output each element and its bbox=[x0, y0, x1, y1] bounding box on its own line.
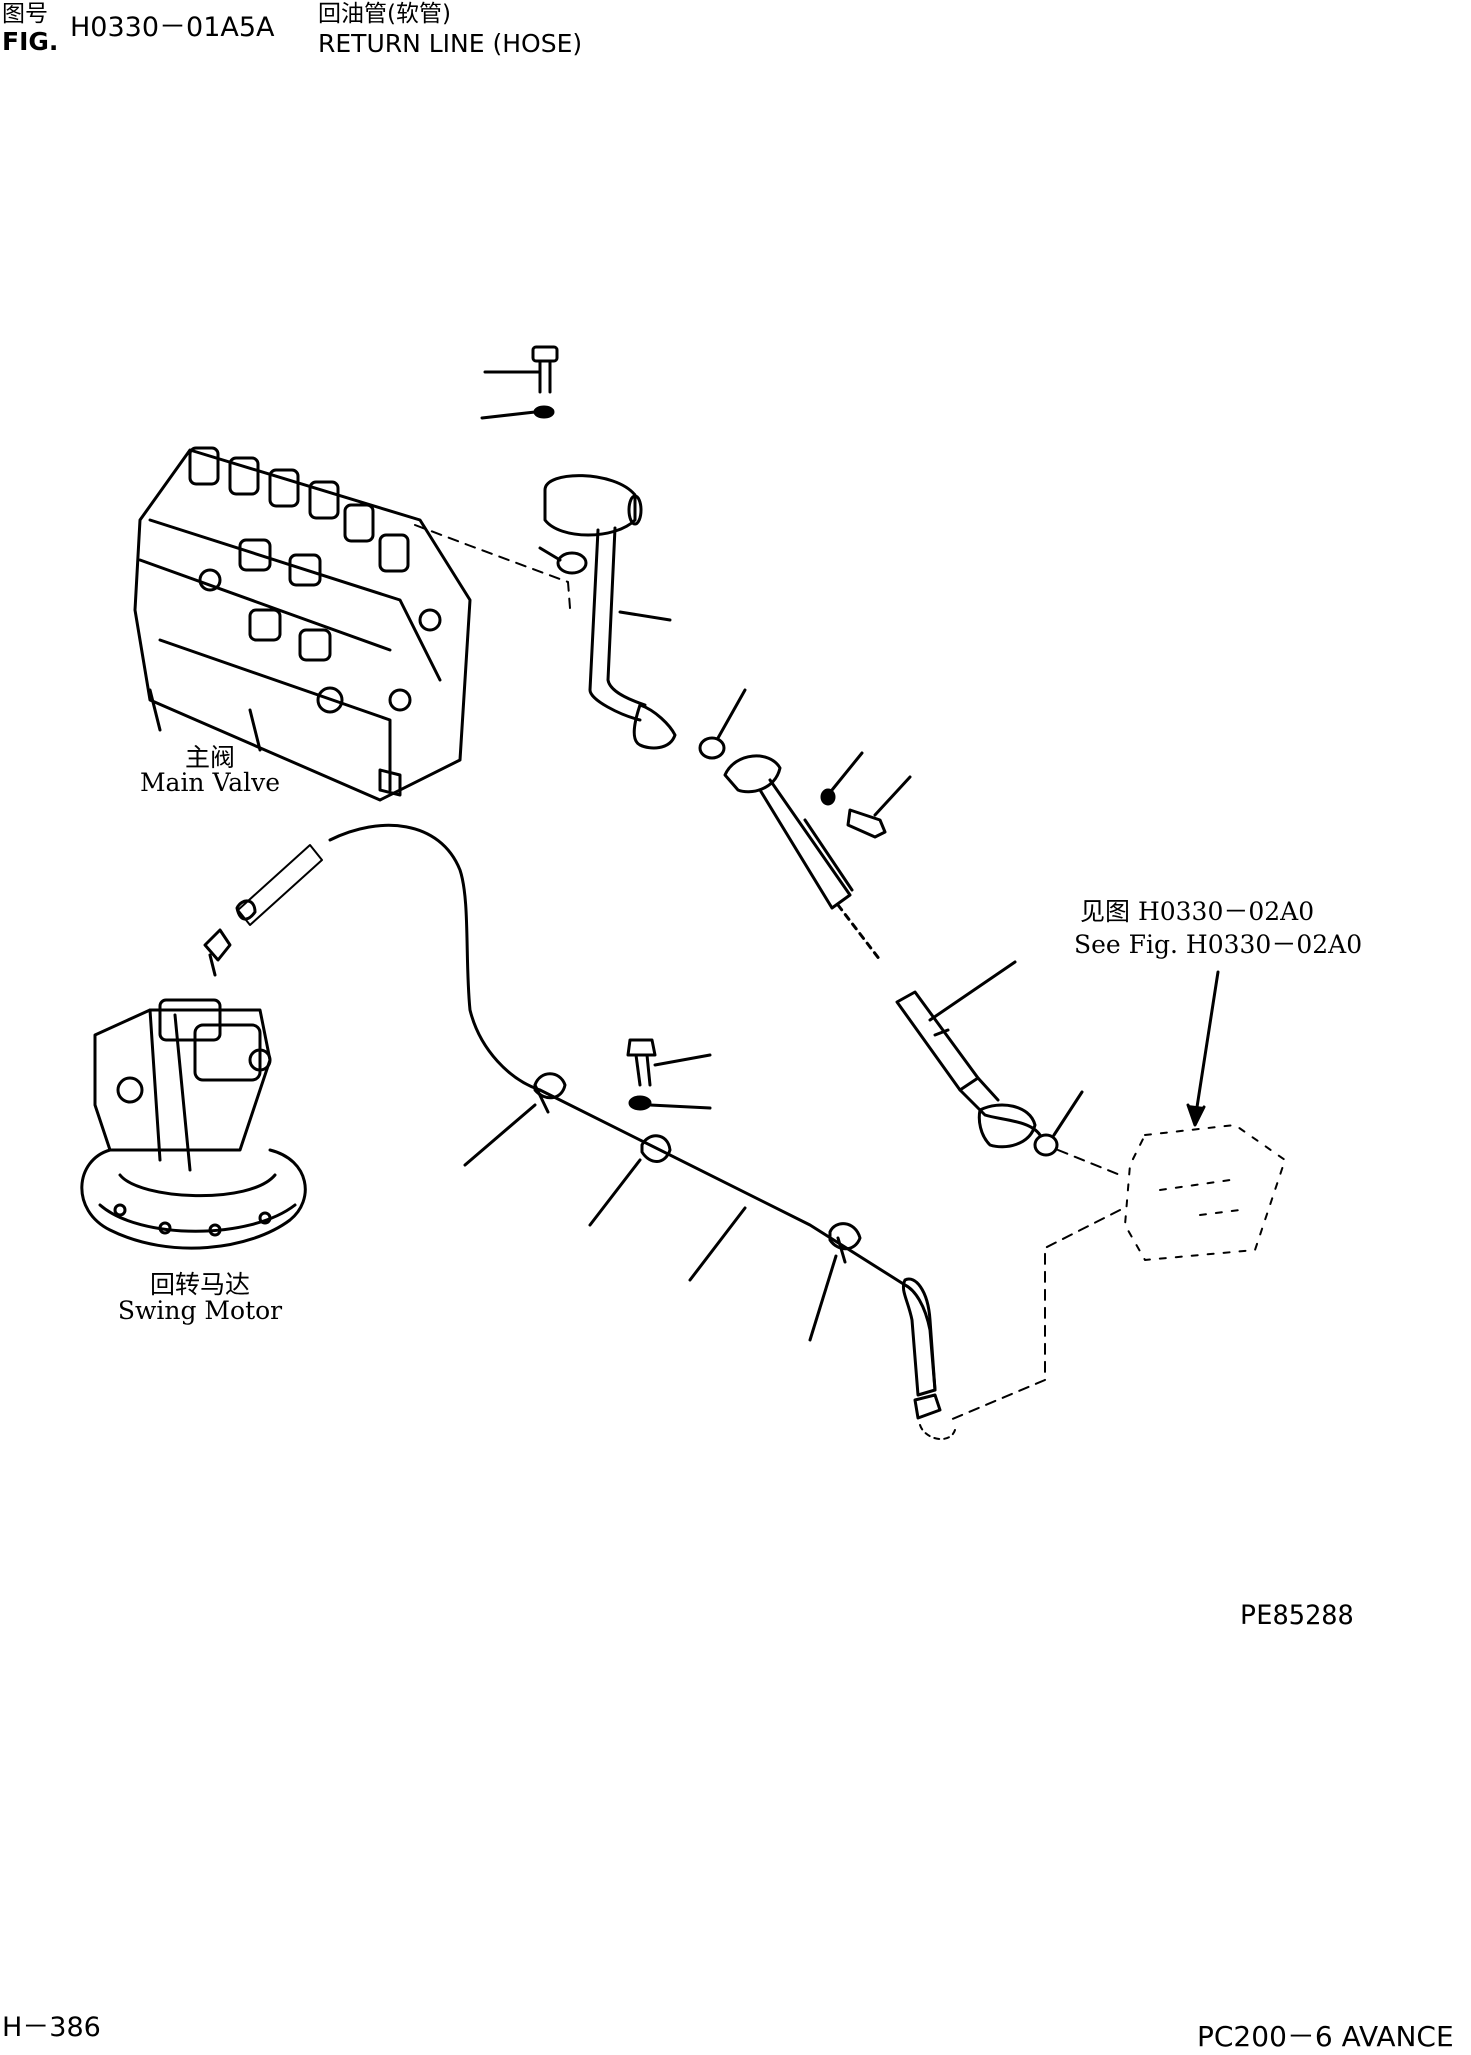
clamp-2 bbox=[590, 1136, 670, 1225]
elbow-fitting-motor bbox=[205, 930, 230, 975]
bolt-mid bbox=[848, 777, 910, 837]
end-connector bbox=[915, 1395, 940, 1418]
pipe-callout bbox=[690, 1208, 745, 1280]
elbow-pipe bbox=[545, 476, 675, 748]
dashed-connector-ref bbox=[950, 1150, 1120, 1420]
main-valve-label-zh: 主阀 bbox=[184, 743, 235, 772]
see-fig-label-en: See Fig. H0330－02A0 bbox=[1074, 930, 1363, 959]
fig-label-en: FIG. bbox=[2, 27, 59, 56]
bolt-lower bbox=[628, 1040, 710, 1085]
swing-motor-label-zh: 回转马达 bbox=[149, 1270, 250, 1299]
pipe-run bbox=[540, 1090, 935, 1390]
reference-pointer bbox=[1195, 972, 1218, 1120]
main-valve-drawing bbox=[135, 448, 470, 800]
long-hose bbox=[237, 825, 540, 1090]
o-ring-elbow bbox=[700, 690, 745, 758]
swing-motor-drawing bbox=[82, 1000, 305, 1248]
reference-block bbox=[1125, 1125, 1285, 1260]
washer-lower bbox=[630, 1097, 710, 1109]
washer-mid bbox=[822, 753, 862, 804]
main-valve-label-en: Main Valve bbox=[139, 768, 281, 797]
clamp-3 bbox=[810, 1224, 860, 1340]
title-zh: 回油管(软管) bbox=[318, 1, 451, 27]
image-code: PE85288 bbox=[1240, 1600, 1354, 1631]
clamp-1 bbox=[465, 1074, 565, 1165]
washer-upper bbox=[482, 407, 553, 418]
model-name: PC200－6 AVANCE bbox=[1197, 2020, 1454, 2053]
reference-arrowhead bbox=[1188, 1105, 1204, 1125]
bolt-upper bbox=[485, 347, 557, 392]
o-ring-upper bbox=[540, 548, 586, 573]
end-connector-dash bbox=[920, 1425, 955, 1439]
see-fig-label-zh: 见图 H0330－02A0 bbox=[1080, 897, 1315, 926]
dashed-connector-valve bbox=[415, 525, 570, 608]
figure-number: H0330－01A5A bbox=[70, 12, 275, 43]
title-en: RETURN LINE (HOSE) bbox=[318, 29, 583, 58]
return-hose bbox=[725, 756, 1040, 1147]
fig-label-zh: 图号 bbox=[2, 1, 48, 27]
page-number: H－386 bbox=[2, 2012, 101, 2043]
swing-motor-label-en: Swing Motor bbox=[117, 1296, 283, 1325]
end-fitting bbox=[903, 1279, 935, 1395]
o-ring-lower bbox=[1035, 1092, 1082, 1155]
